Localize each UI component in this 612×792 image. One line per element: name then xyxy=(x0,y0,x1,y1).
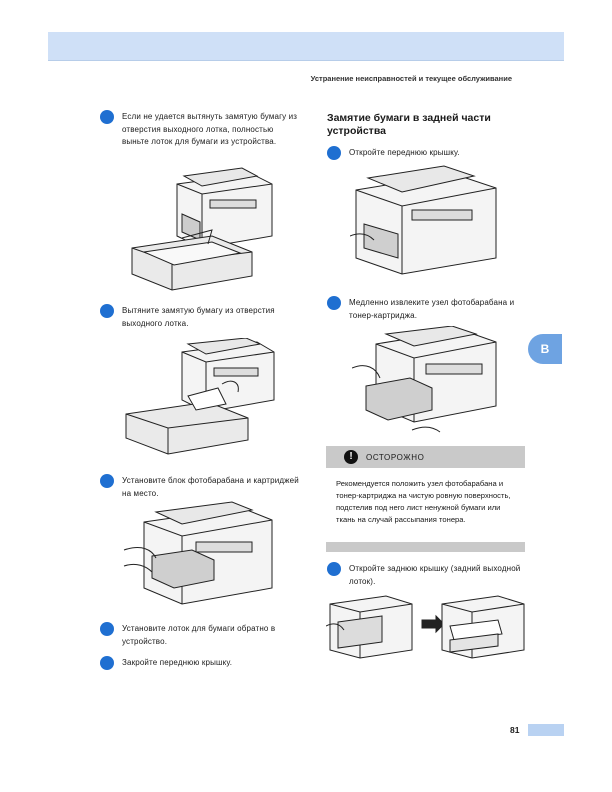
step-text: Вытяните замятую бумагу из отверстия вых… xyxy=(122,306,275,328)
header-band xyxy=(48,32,564,61)
chapter-side-tab: B xyxy=(528,334,562,364)
chapter-title: Устранение неисправностей и текущее обсл… xyxy=(310,74,512,83)
printer-tray-illustration xyxy=(131,167,273,291)
section-title: Замятие бумаги в задней части устройства xyxy=(327,112,491,137)
page-number-band xyxy=(528,724,564,736)
step-bullet xyxy=(100,622,114,636)
step-text: Установите блок фотобарабана и картридже… xyxy=(122,476,299,498)
step-bullet xyxy=(327,562,341,576)
step-bullet xyxy=(100,474,114,488)
caution-label: ОСТОРОЖНО xyxy=(366,453,425,462)
caution-divider xyxy=(326,542,525,552)
step-bullet xyxy=(327,296,341,310)
printer-open-front-cover-illustration xyxy=(350,165,497,275)
exclamation-icon: ! xyxy=(344,450,358,464)
step-bullet xyxy=(100,304,114,318)
step-text: Установите лоток для бумаги обратно в ус… xyxy=(122,624,276,646)
page-number: 81 xyxy=(510,725,520,735)
step-text: Медленно извлеките узел фотобарабана и т… xyxy=(349,298,515,320)
step-bullet xyxy=(327,146,341,160)
caution-bar xyxy=(326,446,525,468)
printer-open-back-cover-illustration xyxy=(326,595,525,659)
step-bullet xyxy=(100,656,114,670)
step-text: Откройте переднюю крышку. xyxy=(349,148,460,157)
printer-remove-paper-illustration xyxy=(125,338,275,455)
step-text: Если не удается вытянуть замятую бумагу … xyxy=(122,112,298,146)
printer-install-drum-illustration xyxy=(123,501,273,605)
step-bullet xyxy=(100,110,114,124)
printer-remove-drum-illustration xyxy=(352,326,497,433)
step-text: Откройте заднюю крышку (задний выходной … xyxy=(349,564,521,586)
step-text: Закройте переднюю крышку. xyxy=(122,658,233,667)
caution-text: Рекомендуется положить узел фотобарабана… xyxy=(336,479,511,524)
